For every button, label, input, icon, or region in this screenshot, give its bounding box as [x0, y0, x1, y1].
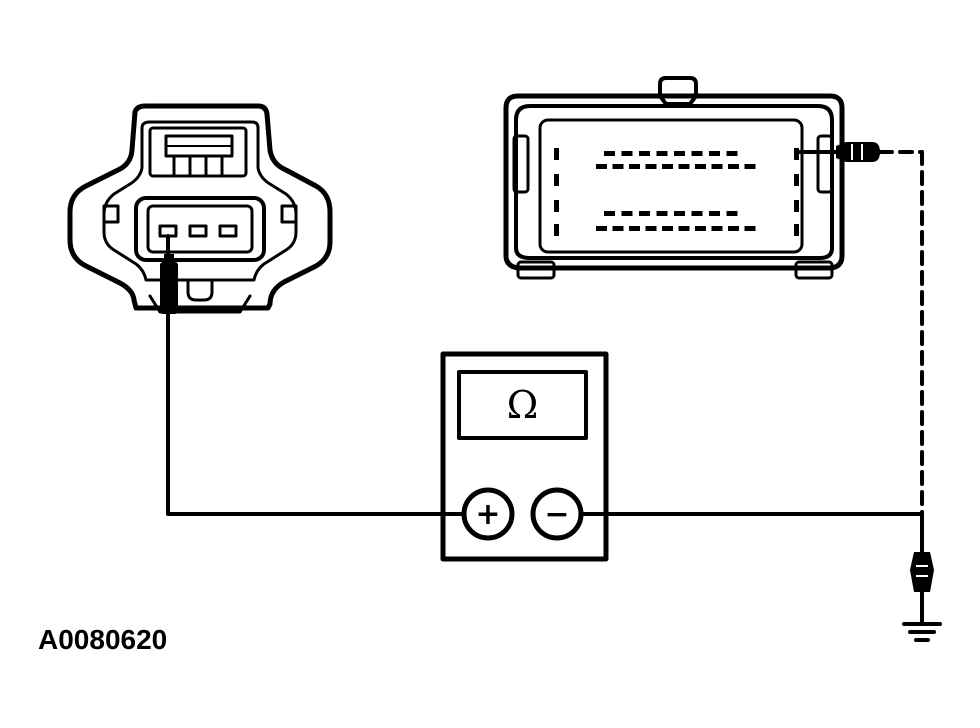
module-pin-slot	[639, 211, 650, 216]
module-pin-slot	[711, 226, 723, 231]
module-probe	[836, 142, 880, 162]
module-pin-slot	[695, 164, 706, 169]
module-pin-slot	[726, 211, 738, 216]
module-pin-slot	[709, 151, 720, 156]
module-pin-slot	[691, 151, 703, 156]
module-pin-slot	[674, 211, 685, 216]
module-pins	[554, 148, 799, 236]
module-pin-slot	[728, 226, 739, 231]
ground-probe	[910, 552, 934, 592]
module-pin-slot	[711, 164, 723, 169]
module-pin-slot	[604, 151, 615, 156]
module-pin-slot	[656, 211, 668, 216]
module-pin-slot	[596, 226, 607, 231]
module-pin-slot	[596, 164, 607, 169]
module-pin-slot	[794, 174, 799, 186]
module-pin-slot	[695, 226, 706, 231]
module-pin-slot	[621, 151, 633, 156]
module-pin-slot	[554, 148, 559, 160]
module-pin-slot	[726, 151, 738, 156]
module-pin-slot	[612, 164, 624, 169]
ground-symbol	[902, 588, 942, 642]
sensor-connector	[67, 103, 333, 314]
module-pin-slot	[744, 226, 756, 231]
positive-terminal: +	[475, 496, 501, 532]
negative-terminal: −	[544, 496, 570, 532]
module-pin-slot	[554, 174, 559, 186]
meter-display-ohm-symbol: Ω	[506, 383, 539, 427]
module-pin-slot	[794, 200, 799, 212]
module-pin-slot	[794, 224, 799, 236]
figure-id: A0080620	[38, 624, 168, 655]
module-pin-slot	[554, 200, 559, 212]
module-connector	[503, 76, 845, 280]
module-pin-slot	[656, 151, 668, 156]
module-pin-slot	[674, 151, 685, 156]
module-pin-slot	[629, 164, 640, 169]
module-pin-slot	[744, 164, 756, 169]
module-pin-slot	[612, 226, 624, 231]
module-pin-slot	[554, 224, 559, 236]
module-pin-slot	[678, 164, 690, 169]
module-pin-slot	[678, 226, 690, 231]
module-pin-slot	[662, 164, 673, 169]
module-pin-slot	[794, 148, 799, 160]
module-pin-slot	[629, 226, 640, 231]
module-pin-slot	[645, 226, 657, 231]
module-pin-slot	[728, 164, 739, 169]
test-leads	[166, 150, 924, 562]
module-pin-slot	[662, 226, 673, 231]
module-pin-slot	[621, 211, 633, 216]
module-pin-slot	[645, 164, 657, 169]
module-pin-slot	[604, 211, 615, 216]
sensor-probe	[160, 254, 178, 314]
module-pin-slot	[639, 151, 650, 156]
module-pin-slot	[709, 211, 720, 216]
module-pin-slot	[691, 211, 703, 216]
